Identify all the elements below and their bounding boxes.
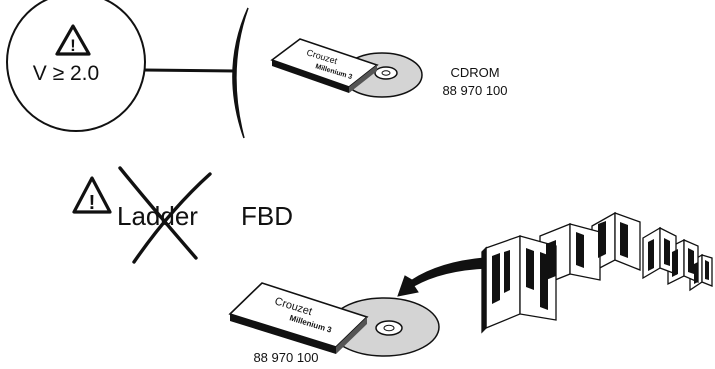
callout-circle (6, 0, 146, 132)
warning-mark: ! (89, 192, 96, 214)
cd-disc-icon (328, 297, 440, 357)
fbd-label: FBD (241, 201, 293, 231)
cdrom-label: CDROM (450, 65, 499, 80)
warning-triangle-icon: ! (55, 24, 91, 56)
stack-of-open-manuals-icon (481, 211, 713, 334)
warning-mark: ! (70, 36, 76, 55)
software-box-icon: Crouzet Millenium 3 (228, 282, 369, 354)
cdrom-bottom: Crouzet Millenium 3 88 970 100 (228, 282, 440, 365)
ladder-fbd-note: ! Ladder FBD (72, 166, 293, 264)
curved-arrow-icon (397, 257, 489, 297)
ladder-label: Ladder (117, 201, 198, 231)
cdrom-top: Crouzet Millenium 3 CDROM 88 970 100 (270, 38, 508, 98)
version-callout: ! V ≥ 2.0 (6, 0, 146, 132)
bracket-curve (232, 7, 249, 139)
version-text: V ≥ 2.0 (33, 62, 99, 85)
cross-out-icon (118, 166, 212, 264)
connector-line (143, 68, 237, 73)
cdrom-part-number: 88 970 100 (442, 83, 507, 98)
cdrom-bottom-part-number: 88 970 100 (253, 350, 318, 365)
software-box-icon: Crouzet Millenium 3 (270, 38, 379, 93)
warning-triangle-icon: ! (72, 176, 112, 214)
